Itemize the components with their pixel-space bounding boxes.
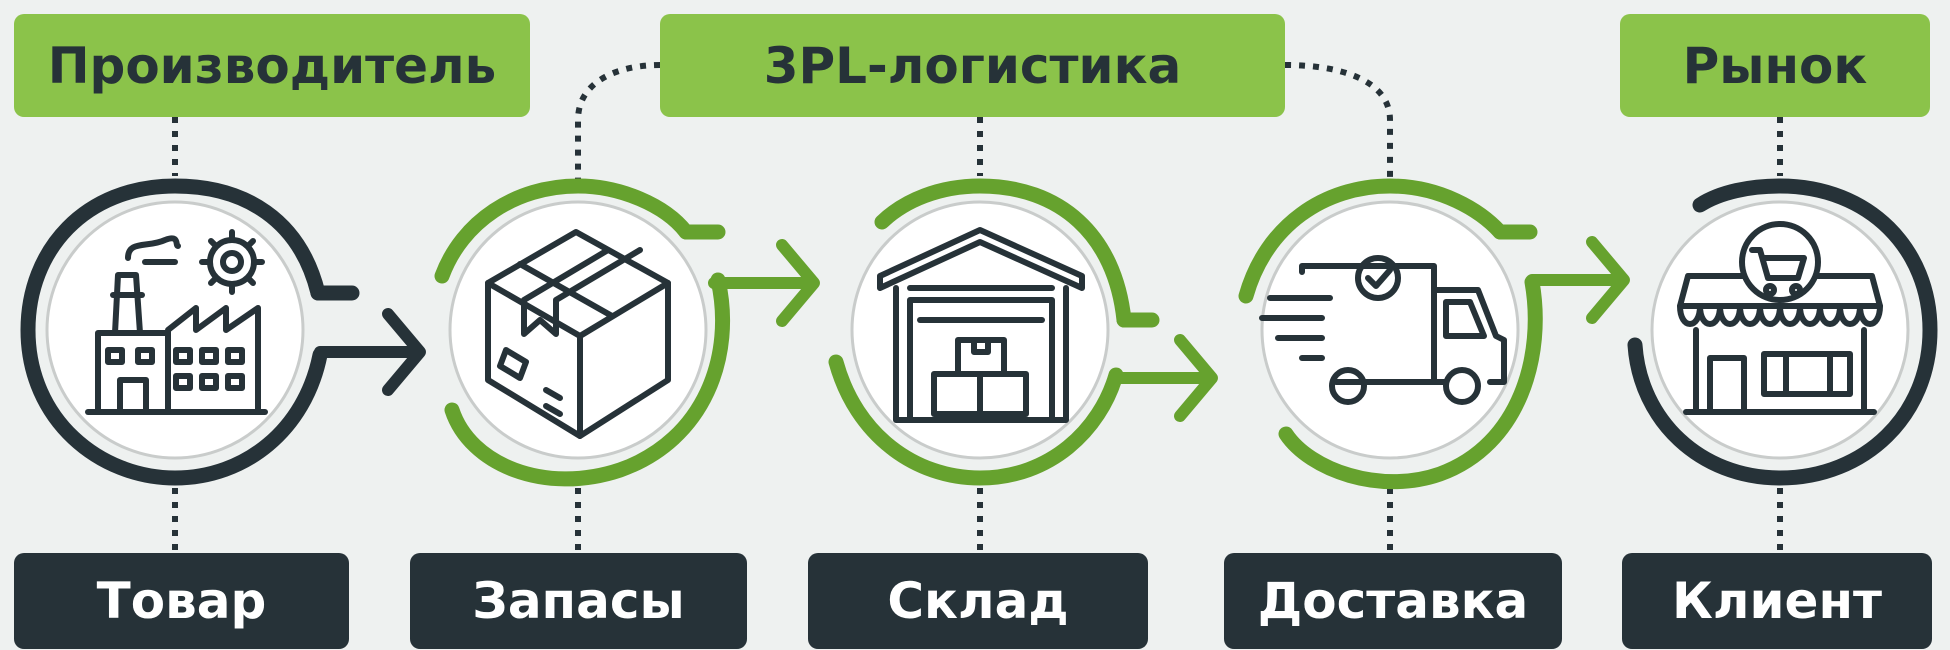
label-client: Клиент bbox=[1622, 553, 1932, 649]
arrow-to-warehouse bbox=[708, 239, 820, 327]
arrow-to-market bbox=[1526, 236, 1630, 324]
arrow-to-stock bbox=[314, 308, 426, 396]
label-goods: Товар bbox=[14, 553, 349, 649]
label-stock: Запасы bbox=[410, 553, 747, 649]
ring-warehouse bbox=[828, 178, 1132, 486]
label-warehouse: Склад bbox=[808, 553, 1148, 649]
ring-producer bbox=[20, 178, 328, 486]
ring-delivery bbox=[1238, 178, 1543, 490]
arrow-to-delivery bbox=[1110, 334, 1218, 422]
label-producer: Производитель bbox=[14, 14, 530, 117]
ring-market bbox=[1627, 178, 1938, 486]
box-icon bbox=[485, 229, 671, 439]
warehouse-icon bbox=[877, 227, 1085, 423]
label-delivery: Доставка bbox=[1224, 553, 1562, 649]
label-3pl-logistics: 3PL-логистика bbox=[660, 14, 1285, 117]
shop-icon bbox=[1677, 221, 1883, 415]
dotted-connector-logistics-to-delivery bbox=[1284, 62, 1393, 553]
label-market: Рынок bbox=[1620, 14, 1930, 117]
circle-warehouse bbox=[850, 200, 1110, 460]
ring-stock bbox=[434, 178, 731, 487]
truck-icon bbox=[1259, 255, 1507, 405]
factory-icon bbox=[85, 229, 268, 415]
dotted-connector-logistics-to-stock bbox=[575, 62, 661, 553]
